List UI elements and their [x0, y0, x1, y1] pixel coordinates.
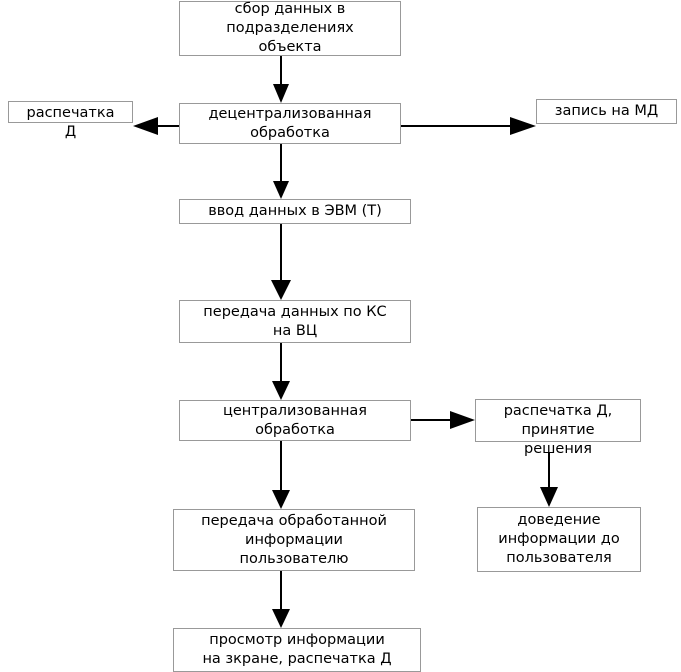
node-dovedenie-informacii[interactable]: доведение информации до пользователя — [477, 507, 641, 572]
node-peredacha-dannyh-po-ks[interactable]: передача данных по КС на ВЦ — [179, 300, 411, 343]
node-decentralizovannaya-obrabotka[interactable]: децентрализованная обработка — [179, 103, 401, 144]
connector-decentral-to-vvod — [273, 144, 289, 199]
node-label: ввод данных в ЭВМ (Т) — [208, 203, 382, 219]
connector-decentral-to-zapis — [401, 117, 536, 135]
node-sbor-dannyh[interactable]: сбор данных в подразделениях объекта — [179, 1, 401, 56]
node-label: доведение информации до пользователя — [498, 512, 620, 566]
node-label: передача данных по КС на ВЦ — [203, 303, 387, 339]
node-raspechatka-d[interactable]: распечатка Д — [8, 101, 133, 140]
node-raspechatka-prinyatie-resheniya[interactable]: распечатка Д, принятие решения — [475, 399, 641, 457]
node-label: просмотр информации на зкране, распечатк… — [202, 632, 392, 667]
node-label: передача обработанной информации пользов… — [201, 512, 387, 567]
connector-raspechatka-resh-to-dovedenie — [540, 452, 558, 507]
node-peredacha-obrabotannoy-informacii[interactable]: передача обработанной информации пользов… — [173, 509, 415, 571]
connector-sbor-to-decentral — [273, 56, 289, 103]
node-prosmotr-informacii[interactable]: просмотр информации на зкране, распечатк… — [173, 628, 421, 672]
node-label: распечатка Д — [26, 105, 115, 140]
connector-peredacha-ks-to-central — [272, 343, 290, 400]
node-vvod-dannyh-v-evm[interactable]: ввод данных в ЭВМ (Т) — [179, 199, 411, 224]
node-zapis-na-md[interactable]: запись на МД — [536, 99, 677, 124]
connector-vvod-to-peredacha-ks — [271, 224, 291, 300]
node-label: децентрализованная обработка — [208, 105, 372, 141]
connector-central-to-raspechatka-resh — [411, 411, 475, 429]
node-label: централизованная обработка — [222, 402, 368, 438]
connector-central-to-peredacha-obrab — [272, 441, 290, 509]
node-label: сбор данных в подразделениях объекта — [226, 1, 354, 55]
connector-decentral-to-raspechatka — [133, 117, 179, 135]
node-label: запись на МД — [554, 103, 659, 119]
node-centralizovannaya-obrabotka[interactable]: централизованная обработка — [179, 400, 411, 441]
node-label: распечатка Д, принятие решения — [503, 403, 613, 457]
connector-peredacha-obrab-to-prosmotr — [272, 571, 290, 628]
